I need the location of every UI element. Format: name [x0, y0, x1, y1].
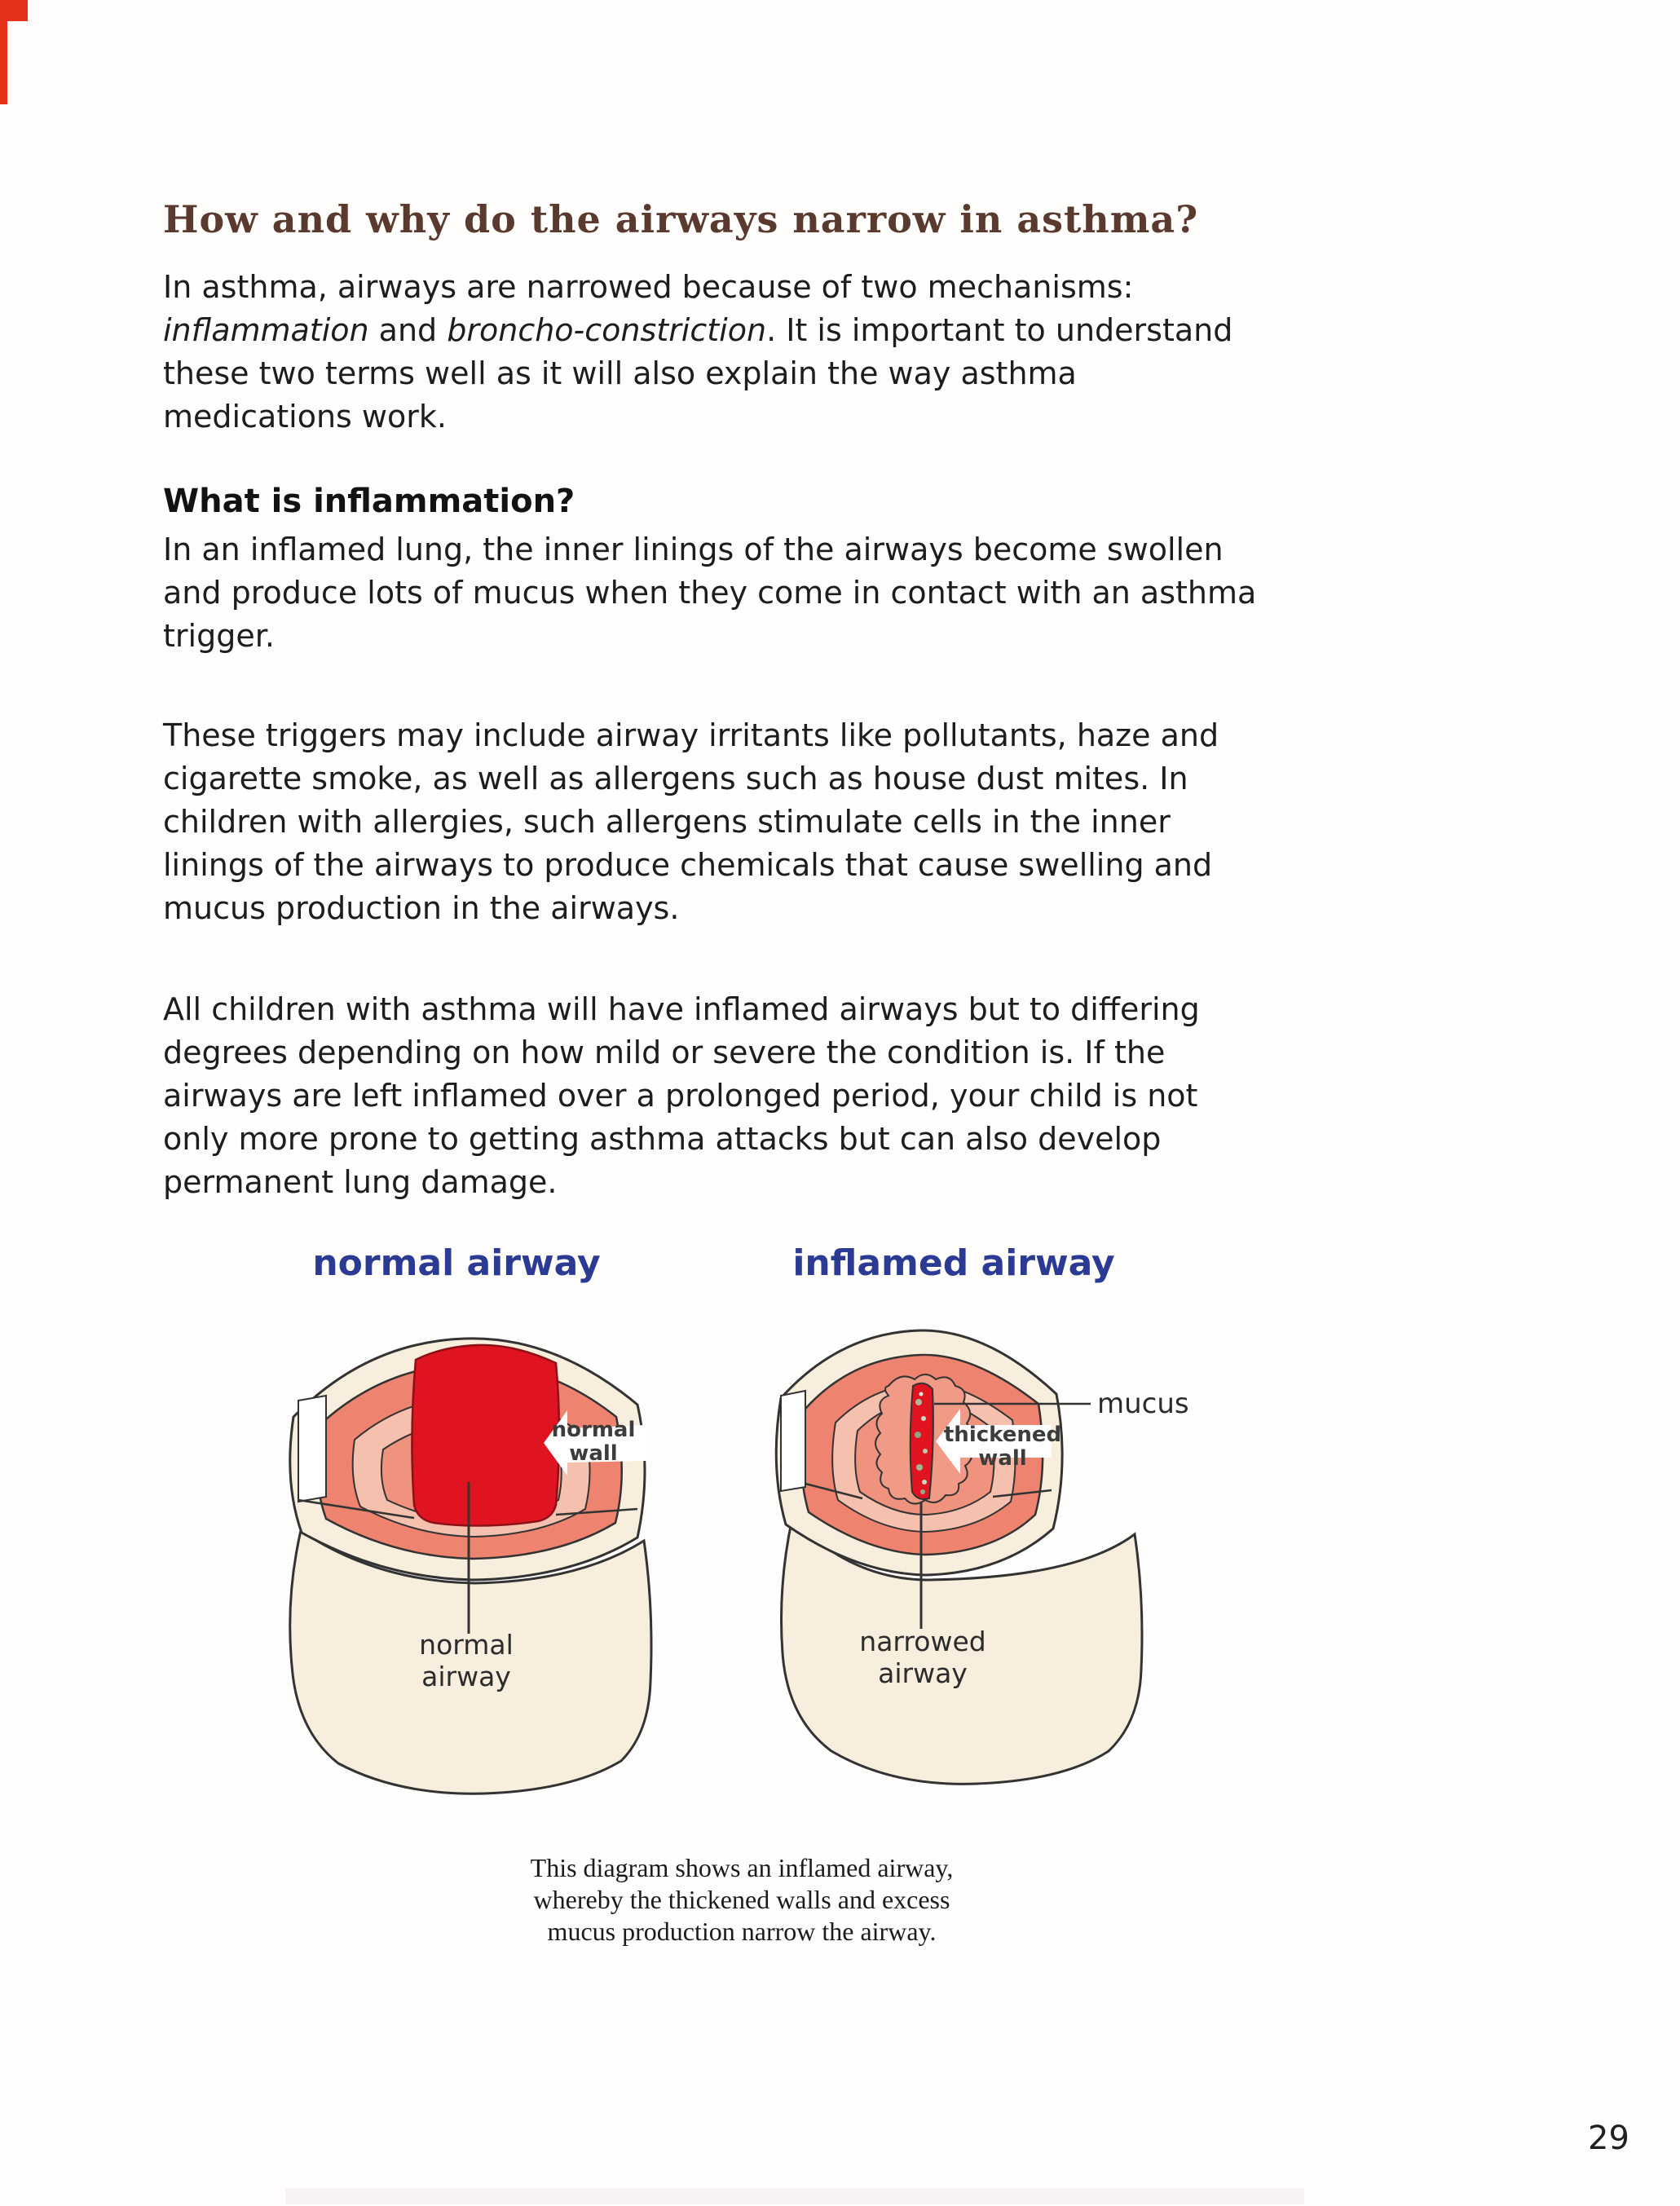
mucus-speck — [915, 1399, 922, 1405]
mucus-speck — [920, 1489, 925, 1494]
section-subheading: What is inflammation? — [163, 483, 575, 520]
label-line: airway — [878, 1657, 968, 1689]
label-line: airway — [421, 1661, 511, 1692]
mucus-speck — [916, 1464, 923, 1471]
mucus-speck — [922, 1480, 927, 1485]
paragraph-line: In asthma, airways are narrowed because … — [163, 269, 1134, 305]
scan-artifact-strip — [285, 2188, 1304, 2204]
narrowed-airway-label: narrowed airway — [833, 1626, 1012, 1689]
paragraph-line: In an inflamed lung, the inner linings o… — [163, 532, 1224, 567]
paragraph-line: airways are left inflamed over a prolong… — [163, 1078, 1198, 1114]
severity-paragraph: All children with asthma will have infla… — [163, 988, 1200, 1204]
inflammation-paragraph: In an inflamed lung, the inner linings o… — [163, 528, 1256, 658]
cut-face-band — [780, 1389, 806, 1493]
paragraph-line: inflammation and broncho-constriction. I… — [163, 309, 1232, 352]
mucus-speck — [921, 1416, 926, 1421]
cut-line — [805, 1482, 863, 1500]
page-number: 29 — [1588, 2120, 1629, 2157]
caption-line: whereby the thickened walls and excess — [533, 1885, 950, 1914]
normal-airway-label: normal airway — [377, 1629, 556, 1692]
triggers-paragraph: These triggers may include airway irrita… — [163, 714, 1219, 930]
cut-face-band — [298, 1394, 327, 1503]
diagram-caption: This diagram shows an inflamed airway, w… — [456, 1852, 1027, 1948]
paragraph-line: and produce lots of mucus when they come… — [163, 575, 1257, 611]
label-line: normal — [419, 1629, 514, 1661]
paragraph-text: and — [368, 312, 448, 348]
caption-line: This diagram shows an inflamed airway, — [530, 1853, 954, 1882]
intro-paragraph: In asthma, airways are narrowed because … — [163, 266, 1232, 439]
mucus-speck — [919, 1392, 924, 1396]
thickened-wall-label: thickened wall — [937, 1423, 1068, 1471]
paragraph-line: trigger. — [163, 618, 275, 654]
paragraph-line: children with allergies, such allergens … — [163, 804, 1171, 840]
paragraph-line: degrees depending on how mild or severe … — [163, 1035, 1166, 1070]
mucus-speck — [923, 1449, 928, 1454]
wall-arrow — [544, 1410, 647, 1476]
narrowed-lumen — [909, 1382, 934, 1500]
label-line: wall — [978, 1446, 1027, 1471]
cut-line — [555, 1507, 638, 1516]
airway-body — [780, 1515, 1144, 1785]
diagram-title-inflamed: inflamed airway — [792, 1242, 1115, 1284]
paragraph-line: These triggers may include airway irrita… — [163, 717, 1219, 753]
paragraph-line: permanent lung damage. — [163, 1164, 558, 1200]
label-line: wall — [569, 1441, 618, 1466]
paragraph-text: . It is important to understand — [766, 312, 1233, 348]
page-title: How and why do the airways narrow in ast… — [163, 197, 1199, 241]
italic-term: inflammation — [163, 312, 369, 348]
paragraph-line: linings of the airways to produce chemic… — [163, 847, 1213, 883]
paragraph-line: medications work. — [163, 399, 447, 435]
italic-term: broncho-constriction — [447, 312, 767, 348]
paragraph-line: mucus production in the airways. — [163, 890, 680, 926]
airway-body — [289, 1523, 653, 1795]
cut-line — [992, 1489, 1052, 1498]
diagram-title-normal: normal airway — [312, 1242, 601, 1284]
paragraph-line: only more prone to getting asthma attack… — [163, 1121, 1162, 1157]
paragraph-line: All children with asthma will have infla… — [163, 991, 1200, 1027]
label-line: normal — [551, 1418, 636, 1442]
caption-line: mucus production narrow the airway. — [547, 1917, 937, 1946]
cut-line — [298, 1498, 415, 1520]
mucus-speck — [915, 1432, 921, 1438]
wall-arrow — [936, 1409, 1052, 1474]
red-corner-strip — [0, 0, 7, 104]
diagram-inflamed-airway — [774, 1329, 1144, 1785]
airway-lumen — [411, 1343, 561, 1527]
label-line: thickened — [943, 1423, 1062, 1447]
label-line: narrowed — [859, 1626, 986, 1657]
paragraph-line: cigarette smoke, as well as allergens su… — [163, 761, 1188, 796]
mucus-label: mucus — [1097, 1388, 1189, 1420]
paragraph-line: these two terms well as it will also exp… — [163, 355, 1077, 391]
diagram-normal-airway — [289, 1337, 653, 1795]
normal-wall-label: normal wall — [528, 1418, 659, 1466]
